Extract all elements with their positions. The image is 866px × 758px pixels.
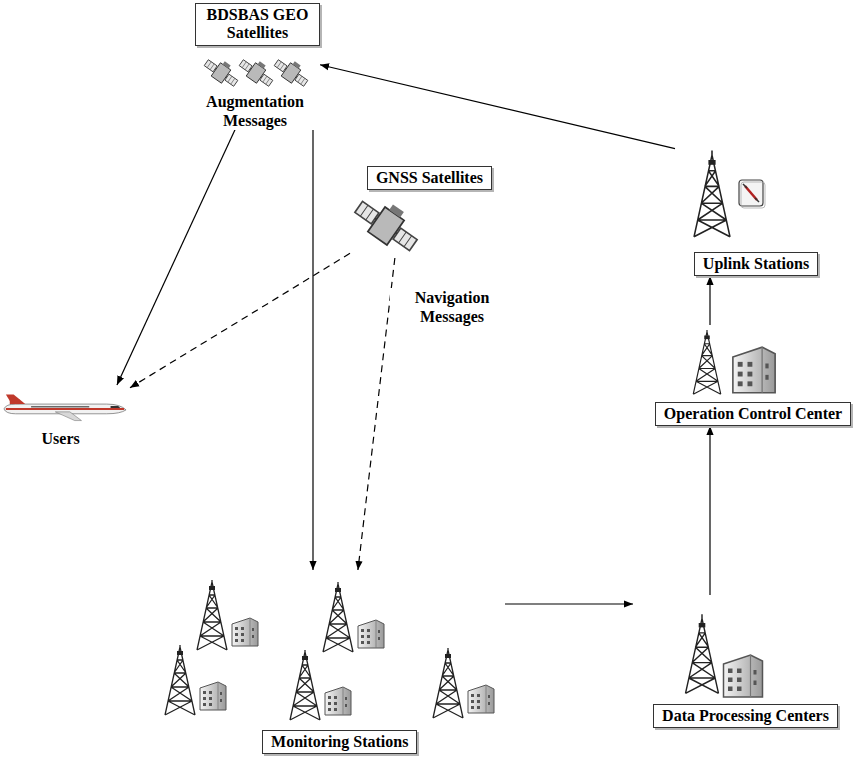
node-label: GNSS Satellites: [376, 169, 483, 187]
label-box: Monitoring Stations: [262, 730, 417, 754]
label-box: Operation Control Center: [655, 402, 851, 426]
gnss-satellite: GNSS Satellites: [350, 166, 492, 258]
data-link: [320, 65, 675, 149]
data-link: [505, 603, 633, 604]
label-box: BDSBAS GEO Satellites: [195, 3, 320, 46]
data-link: [312, 93, 313, 570]
node-label: Users: [42, 430, 80, 448]
label-box: Data Processing Centers: [653, 704, 838, 728]
data-link: [117, 93, 252, 385]
geo-satellite-group: BDSBAS GEO Satellites: [195, 3, 320, 93]
user-aircraft: Users: [0, 385, 130, 450]
node-label: Operation Control Center: [664, 405, 842, 423]
data-link: [709, 276, 710, 325]
label-box: Users: [40, 430, 82, 448]
processing-center: Data Processing Centers: [633, 595, 858, 730]
node-label: Uplink Stations: [703, 255, 809, 273]
node-label: BDSBAS GEO Satellites: [204, 6, 311, 43]
label-box: GNSS Satellites: [367, 166, 492, 190]
message-label: Navigation Messages: [390, 288, 514, 326]
node-label: Monitoring Stations: [271, 733, 408, 751]
monitoring-station-group: Monitoring Stations: [155, 570, 505, 756]
navigation-signal: [130, 253, 350, 387]
data-link: [709, 426, 710, 595]
message-label: Augmentation Messages: [193, 92, 317, 130]
control-center: Operation Control Center: [646, 325, 860, 426]
uplink-station: Uplink Stations: [675, 140, 837, 276]
label-box: Uplink Stations: [694, 252, 818, 276]
node-label: Data Processing Centers: [662, 707, 829, 725]
